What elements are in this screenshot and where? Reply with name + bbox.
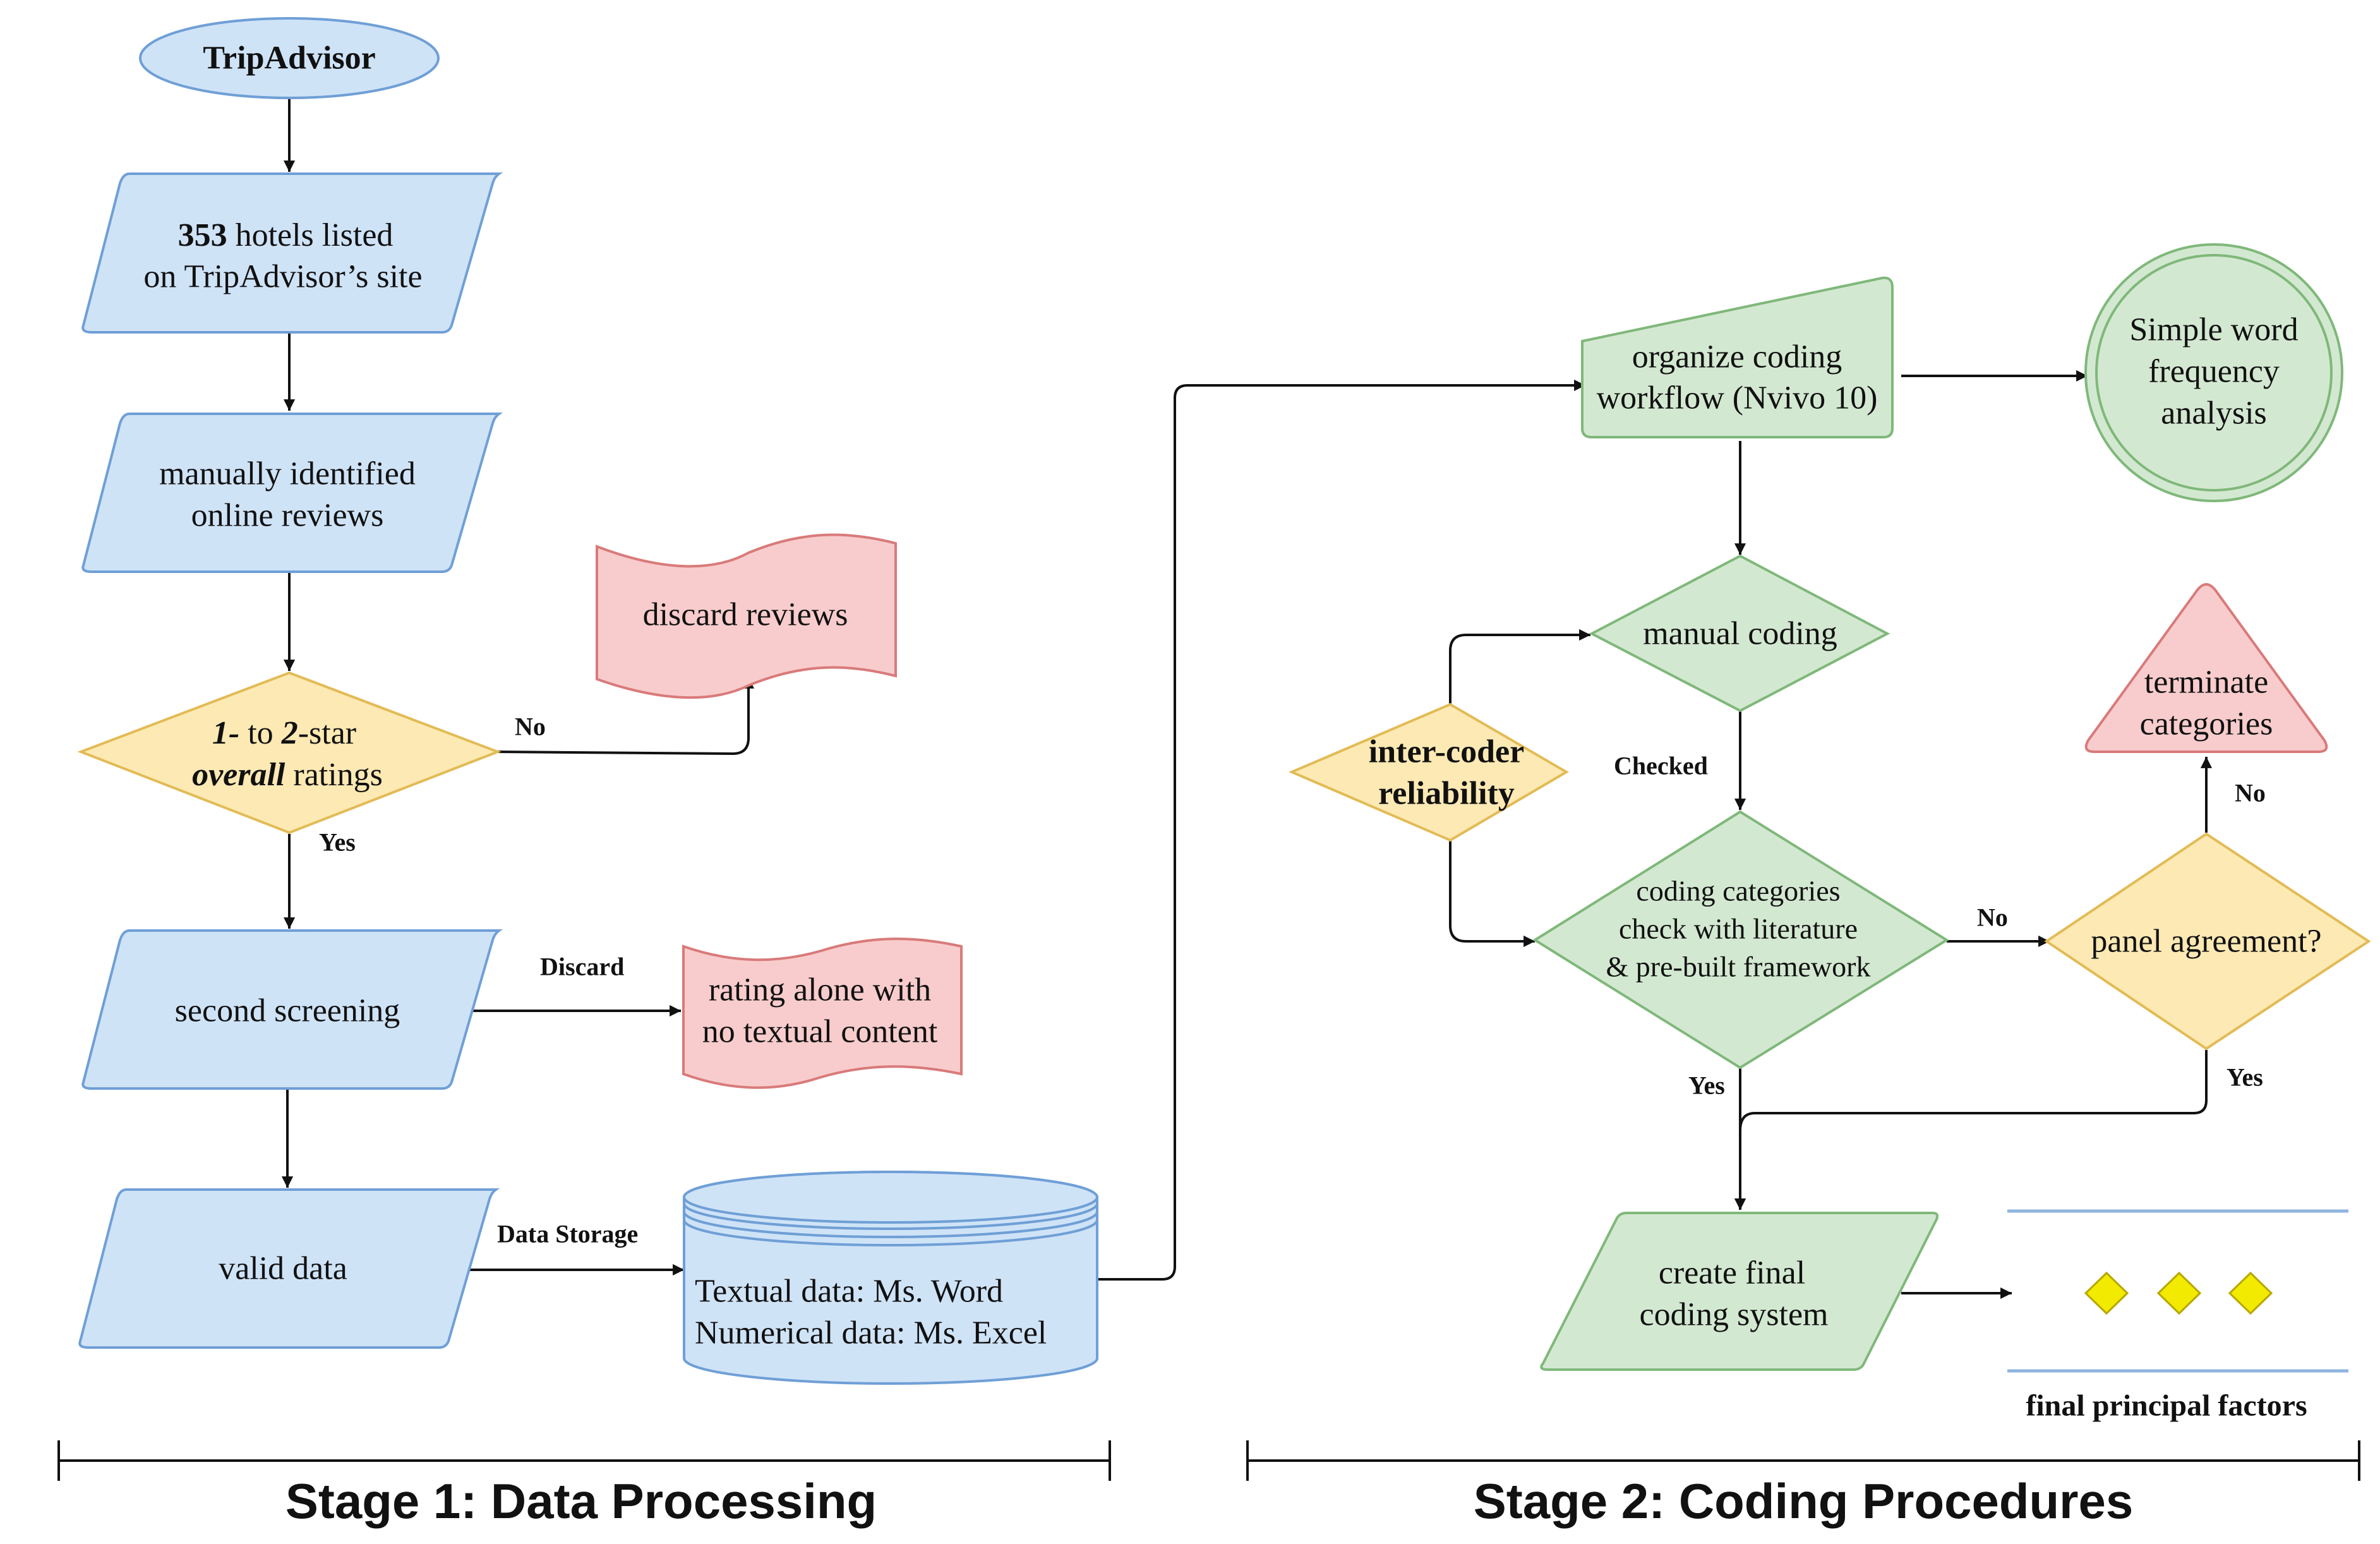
terminate-line1: terminate (2144, 665, 2268, 701)
stage1-title: Stage 1: Data Processing (285, 1473, 877, 1529)
node-valid-data: valid data (78, 1188, 500, 1349)
hotels-line1-rest: hotels listed (227, 217, 394, 253)
stage1-bracket (57, 1440, 1111, 1481)
second-screening-label: second screening (175, 993, 400, 1029)
hotels-count: 353 (178, 217, 227, 253)
factor-marker-2 (2156, 1271, 2202, 1315)
node-tripadvisor: TripAdvisor (139, 17, 440, 99)
edge-label-discard: Discard (540, 953, 624, 981)
node-create-final: create final coding system (1540, 1212, 1939, 1371)
ratings-b: to (239, 715, 281, 751)
node-ratings-decision: 1- to 2-star overall ratings (77, 671, 502, 835)
node-panel-agreement: panel agreement? (2044, 832, 2371, 1051)
rating-alone-line2: no textual content (702, 1014, 938, 1050)
node-hotels-listed: 353 hotels listed on TripAdvisor’s site (81, 172, 503, 334)
node-simple-word-frequency: Simple word frequency analysis (2084, 243, 2343, 502)
svg-text:overall ratings: overall ratings (192, 757, 383, 793)
valid-data-label: valid data (219, 1251, 347, 1287)
node-data-storage: Textual data: Ms. Word Numerical data: M… (683, 1171, 1098, 1385)
edge-panel-to-create-final (1734, 1050, 2208, 1210)
simple-word-line2: frequency (2148, 354, 2280, 390)
node-organize-coding: organize coding workflow (Nvivo 10) (1581, 276, 1894, 438)
edge-label-yes-ratings: Yes (319, 828, 356, 857)
tripadvisor-label: TripAdvisor (203, 40, 376, 76)
edges (281, 98, 2213, 1300)
inter-coder-line2: reliability (1378, 776, 1515, 812)
edge-label-no-coding: No (1977, 903, 2008, 932)
edge-label-yes-coding: Yes (1688, 1071, 1725, 1100)
organize-line2: workflow (Nvivo 10) (1597, 380, 1878, 416)
coding-categories-line3: & pre-built framework (1606, 951, 1871, 983)
final-principal-factors-group: final principal factors (2007, 1209, 2348, 1423)
factor-marker-1 (2084, 1271, 2129, 1315)
edge-inter-coder-to-coding-categories (1449, 840, 1536, 948)
stage2-title: Stage 2: Coding Procedures (1474, 1473, 2134, 1529)
final-principal-factors-label: final principal factors (2026, 1389, 2307, 1423)
edge-inter-coder-to-manual-coding (1449, 629, 1591, 704)
edge-label-data-storage: Data Storage (497, 1220, 638, 1248)
manual-coding-label: manual coding (1643, 616, 1837, 652)
node-inter-coder-reliability: inter-coder reliability (1288, 703, 1569, 842)
stage2-bracket (1246, 1440, 2360, 1481)
node-manual-coding: manual coding (1589, 554, 1890, 713)
ratings-a: 1- (212, 715, 239, 751)
organize-line1: organize coding (1632, 339, 1842, 375)
svg-text:1- to 2-star: 1- to 2-star (212, 715, 356, 751)
panel-agreement-label: panel agreement? (2091, 924, 2321, 960)
ratings-d: -star (298, 715, 356, 751)
node-manually-identified: manually identified online reviews (81, 413, 503, 573)
edge-label-no-panel: No (2235, 779, 2266, 807)
ratings-c: 2 (281, 715, 298, 751)
edge-label-no-ratings: No (515, 713, 546, 741)
manually-line1: manually identified (159, 456, 416, 492)
create-final-line1: create final (1659, 1255, 1805, 1291)
storage-line1: Textual data: Ms. Word (695, 1274, 1003, 1310)
simple-word-line1: Simple word (2129, 312, 2298, 348)
inter-coder-line1: inter-coder (1369, 734, 1524, 770)
edge-storage-to-organize (1097, 379, 1586, 1281)
create-final-line2: coding system (1640, 1297, 1829, 1333)
factor-marker-3 (2228, 1271, 2273, 1315)
edge-label-checked: Checked (1614, 752, 1708, 780)
manually-line2: online reviews (191, 498, 384, 534)
svg-text:353 hotels listed: 353 hotels listed (178, 217, 394, 253)
edge-label-yes-panel: Yes (2227, 1063, 2263, 1092)
node-terminate-categories: terminate categories (2084, 583, 2328, 753)
node-rating-alone: rating alone with no textual content (682, 938, 963, 1089)
discard-reviews-label: discard reviews (643, 597, 848, 633)
node-discard-reviews: discard reviews (596, 533, 897, 699)
storage-line2: Numerical data: Ms. Excel (695, 1315, 1047, 1351)
hotels-line2: on TripAdvisor’s site (143, 259, 422, 295)
ratings-f: ratings (285, 757, 383, 793)
edge-ratings-to-discard (497, 677, 755, 756)
terminate-line2: categories (2140, 706, 2273, 742)
node-coding-categories: coding categories check with literature … (1532, 810, 1949, 1070)
rating-alone-line1: rating alone with (709, 972, 931, 1008)
simple-word-line3: analysis (2161, 395, 2267, 431)
coding-categories-line2: check with literature (1619, 913, 1858, 945)
node-second-screening: second screening (81, 929, 503, 1090)
coding-categories-line1: coding categories (1636, 875, 1840, 907)
ratings-e: overall (192, 757, 285, 793)
